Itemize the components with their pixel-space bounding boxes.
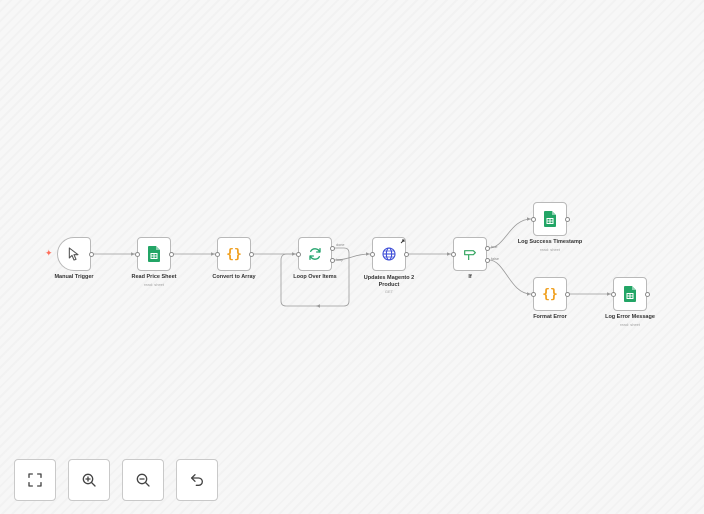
node-if-input-handle[interactable] [450, 251, 456, 257]
node-log-error-message[interactable] [613, 277, 647, 311]
node-if-true-handle[interactable] [484, 245, 490, 251]
signpost-icon [464, 250, 476, 260]
edge-if-false [488, 259, 532, 296]
node-log-success-timestamp[interactable] [533, 202, 567, 236]
node-read-price-sheet-label: Read Price Sheet [131, 274, 177, 280]
loop-done-branch-label: done [336, 243, 345, 247]
node-loop-over-items-input-handle[interactable] [295, 251, 301, 257]
zoom-out-icon [136, 473, 150, 487]
node-log-error-message-subtitle: read: sheet [619, 322, 640, 327]
node-format-error-input-handle[interactable] [530, 291, 536, 297]
node-loop-over-items-done-handle[interactable] [329, 245, 335, 251]
node-manual-trigger-label: Manual Trigger [54, 274, 94, 280]
node-log-success-timestamp-label: Log Success Timestamp [517, 239, 583, 245]
node-loop-over-items[interactable] [298, 237, 332, 271]
google-sheets-icon [544, 211, 556, 227]
node-format-error-output-handle[interactable] [564, 291, 570, 297]
node-convert-to-array-output-handle[interactable] [248, 251, 254, 257]
google-sheets-icon [148, 246, 160, 262]
node-convert-to-array-label: Convert to Array [212, 274, 256, 280]
node-if-label: If [468, 274, 472, 280]
node-format-error-label: Format Error [533, 314, 567, 320]
node-manual-trigger[interactable] [57, 237, 91, 271]
node-read-price-sheet-subtitle: read: sheet [143, 282, 164, 287]
code-braces-icon: {} [226, 246, 242, 262]
google-sheets-icon [624, 286, 636, 302]
loop-loop-branch-label: loop [336, 258, 344, 262]
node-convert-to-array[interactable]: {} [217, 237, 251, 271]
node-format-error[interactable]: {} [533, 277, 567, 311]
edge-loop-to-magento [333, 252, 371, 261]
node-manual-trigger-output-handle[interactable] [88, 251, 94, 257]
node-updates-magento-2-product-label: Updates Magento 2 Product [363, 275, 415, 288]
node-log-error-message-output-handle[interactable] [644, 291, 650, 297]
trigger-sparkle-icon: ✦ [45, 248, 53, 258]
open-external-icon[interactable] [400, 239, 405, 244]
node-read-price-sheet-output-handle[interactable] [168, 251, 174, 257]
if-false-branch-label: false [491, 257, 500, 261]
node-updates-magento-2-product-output-handle[interactable] [403, 251, 409, 257]
node-log-error-message-input-handle[interactable] [610, 291, 616, 297]
node-read-price-sheet-input-handle[interactable] [134, 251, 140, 257]
node-log-success-timestamp-subtitle: read: sheet [539, 247, 560, 252]
node-updates-magento-2-product-input-handle[interactable] [369, 251, 375, 257]
edge-loop-back [280, 247, 350, 307]
if-true-branch-label: true [491, 245, 498, 249]
zoom-in-button[interactable] [68, 459, 110, 501]
node-loop-over-items-label: Loop Over Items [293, 274, 337, 280]
node-updates-magento-2-product[interactable] [372, 237, 406, 271]
loop-arrows-icon [309, 248, 321, 260]
undo-button[interactable] [176, 459, 218, 501]
node-if[interactable] [453, 237, 487, 271]
node-if-false-handle[interactable] [484, 257, 490, 263]
undo-icon [191, 474, 203, 486]
node-read-price-sheet[interactable] [137, 237, 171, 271]
zoom-out-button[interactable] [122, 459, 164, 501]
globe-icon [382, 247, 396, 261]
edge-if-true [488, 217, 532, 249]
fit-view-button[interactable] [14, 459, 56, 501]
cursor-icon [68, 247, 79, 261]
zoom-in-icon [82, 473, 96, 487]
node-loop-over-items-loop-handle[interactable] [329, 257, 335, 263]
fit-view-icon [28, 473, 42, 487]
node-log-error-message-label: Log Error Message [605, 314, 655, 320]
node-convert-to-array-input-handle[interactable] [214, 251, 220, 257]
node-log-success-timestamp-input-handle[interactable] [530, 216, 536, 222]
code-braces-icon: {} [542, 286, 558, 302]
node-log-success-timestamp-output-handle[interactable] [564, 216, 570, 222]
node-updates-magento-2-product-subtitle: GET [384, 289, 394, 294]
